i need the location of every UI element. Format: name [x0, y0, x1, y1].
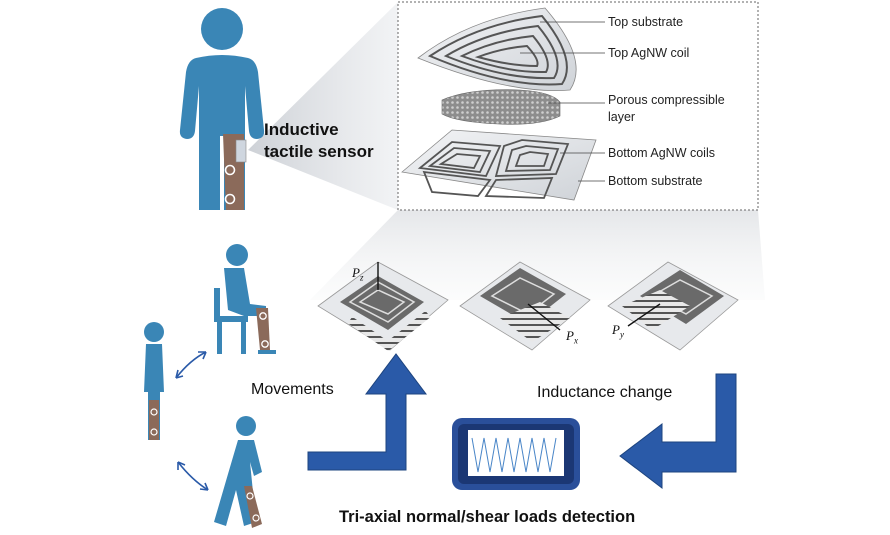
inductance-arrow: [619, 373, 737, 490]
layer-label-porous-2: layer: [608, 110, 636, 124]
movements-label: Movements: [251, 381, 334, 398]
layer-label-bottom-coils: Bottom AgNW coils: [608, 146, 715, 160]
sensor-title-line1: Inductive: [264, 120, 339, 139]
monitor-icon: [452, 418, 580, 490]
top-substrate: [417, 7, 577, 91]
force-label-px: Px: [566, 328, 578, 346]
small-standing-person-icon: [144, 322, 164, 440]
layer-label-top-coil: Top AgNW coil: [608, 46, 690, 60]
force-label-py: Py: [612, 322, 624, 340]
leader-lines: [520, 21, 605, 182]
walking-person-icon: [214, 416, 262, 528]
zoom-beam: [248, 2, 398, 210]
layer-label-bottom-substrate: Bottom substrate: [608, 174, 703, 188]
movements-arrow: [307, 353, 427, 471]
cycle-arrow-icon: [175, 351, 209, 491]
sensor-tile-normal: [317, 261, 449, 351]
porous-layer: [441, 89, 561, 125]
sensor-tile-shear-x: [459, 261, 591, 351]
sensor-title-line2: tactile sensor: [264, 142, 374, 161]
bottom-substrate: [401, 129, 597, 201]
seated-person-icon: [214, 244, 276, 354]
detection-label: Tri-axial normal/shear loads detection: [339, 508, 636, 526]
layer-label-porous: Porous compressible: [608, 93, 725, 107]
force-label-pz: Pz: [352, 265, 364, 283]
layer-label-top-substrate: Top substrate: [608, 15, 684, 29]
standing-person-icon: [179, 8, 265, 210]
inductance-label: Inductance change: [537, 384, 673, 401]
sensor-tile-shear-y: [607, 261, 739, 351]
